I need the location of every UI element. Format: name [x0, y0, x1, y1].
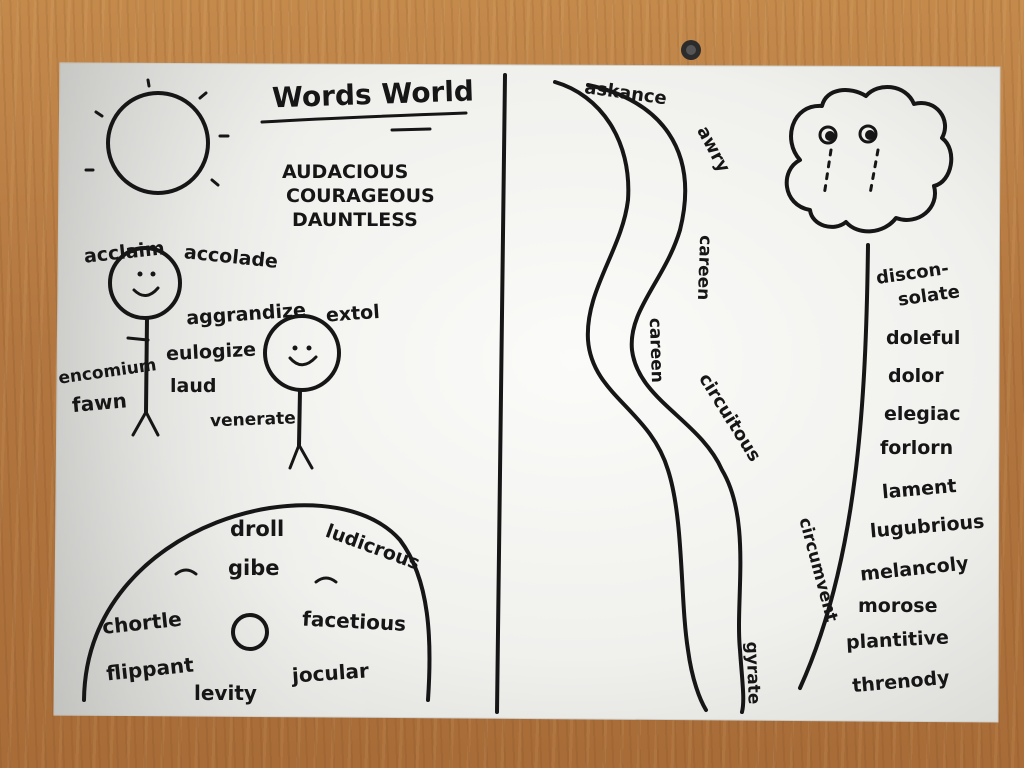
river-right-bank-icon [586, 83, 746, 714]
praise-word-laud: laud [170, 375, 216, 397]
sad-word-plantitive: plantitive [845, 626, 949, 653]
paper-shadow [54, 63, 1000, 722]
humor-word-gibe: gibe [228, 556, 280, 580]
sun-word-audacious: AUDACIOUS [282, 161, 408, 183]
humor-dome-icon [82, 503, 432, 702]
humor-eyebrow-left-icon [174, 568, 198, 576]
humor-word-droll: droll [230, 517, 284, 541]
page-title: Words World [271, 74, 474, 114]
river-left-bank-icon [553, 80, 708, 712]
sad-word-forlorn: forlorn [880, 437, 953, 459]
stick-figure-left-icon [108, 246, 182, 437]
river-word-careen-lower: careen [645, 317, 667, 383]
praise-word-fawn: fawn [71, 388, 128, 417]
stick-figure-right-icon [263, 314, 341, 470]
push-pin-icon [681, 40, 701, 60]
title-underline-icon [260, 111, 468, 124]
praise-word-venerate: venerate [210, 408, 296, 431]
humor-eyebrow-right-icon [314, 576, 338, 584]
sad-word-morose: morose [858, 595, 937, 617]
sad-divider-line [798, 243, 870, 690]
sad-word-dolor: dolor [888, 365, 944, 387]
praise-word-eulogize: eulogize [165, 339, 256, 366]
praise-word-extol: extol [325, 301, 380, 327]
rain-cloud-icon [784, 84, 954, 234]
title-underline-short-icon [390, 127, 432, 132]
sad-word-doleful: doleful [886, 327, 960, 349]
sun-word-dauntless: DAUNTLESS [292, 209, 418, 231]
river-word-gyrate: gyrate [742, 641, 764, 704]
sad-word-elegiac: elegiac [884, 403, 960, 425]
center-divider-line [495, 73, 507, 714]
humor-word-facetious: facetious [302, 607, 407, 636]
sun-icon [84, 78, 230, 195]
humor-mouth-icon [231, 613, 269, 651]
sun-word-courageous: COURAGEOUS [286, 185, 435, 207]
river-word-careen-upper: careen [693, 235, 715, 301]
humor-word-jocular: jocular [290, 658, 370, 687]
humor-word-levity: levity [194, 681, 257, 705]
